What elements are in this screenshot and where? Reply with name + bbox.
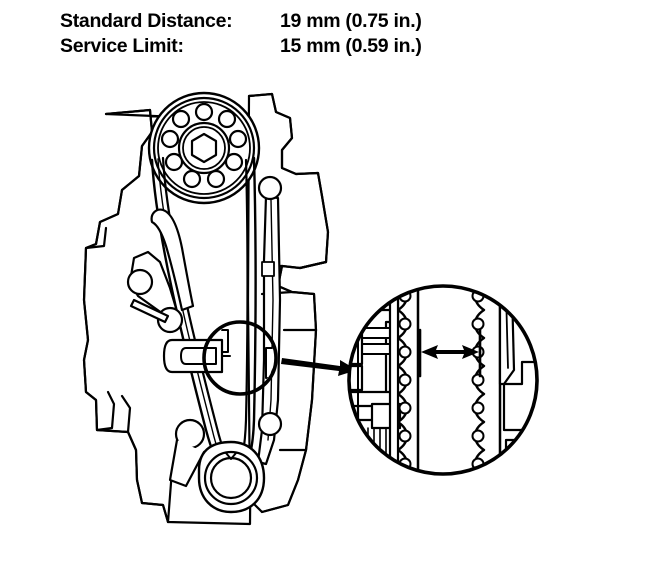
- tensioner-pivot-boss-upper: [126, 268, 154, 296]
- spec-row-standard-distance: Standard Distance: 19 mm (0.75 in.): [60, 10, 520, 35]
- sprocket-center-hex-bolt: [190, 132, 218, 164]
- guide-pivot-boss-bottom: [257, 411, 283, 437]
- specification-table: Standard Distance: 19 mm (0.75 in.) Serv…: [60, 10, 520, 60]
- spec-row-service-limit: Service Limit: 15 mm (0.59 in.): [60, 35, 520, 60]
- spec-label-standard-distance: Standard Distance:: [60, 10, 233, 32]
- distance-dimension-arrow: [421, 345, 479, 359]
- detail-highlight-circle: [202, 320, 278, 396]
- tensioner-link-rod: [129, 298, 170, 324]
- block-rib-7: [298, 260, 328, 270]
- detail-tensioner-slot-2: [359, 343, 393, 355]
- block-rib-1: [84, 226, 108, 250]
- tensioner-arm-left: [150, 208, 195, 312]
- detail-shoe-face-left: [388, 288, 400, 473]
- block-rib-2: [95, 390, 116, 432]
- guide-pivot-boss-top: [257, 175, 283, 201]
- magnified-detail-circle-border: [347, 284, 539, 476]
- block-boss-skirt: [168, 438, 206, 488]
- camshaft-sprocket: [147, 91, 261, 205]
- crankshaft-pulley: [197, 440, 266, 514]
- tensioner-slipper-inner: [180, 347, 217, 365]
- pulley-key-notch: [225, 452, 237, 460]
- magnified-detail-contents: [350, 287, 536, 473]
- callout-leader-arrow: [281, 358, 357, 376]
- hl-chain-detail-1: [221, 329, 229, 353]
- spec-value-service-limit: 15 mm (0.59 in.): [280, 35, 422, 57]
- block-rib-3: [120, 394, 132, 434]
- chain-guide-mid-clip: [261, 261, 275, 277]
- block-edge-left: [82, 108, 170, 524]
- spec-label-service-limit: Service Limit:: [60, 35, 184, 57]
- spec-value-standard-distance: 19 mm (0.75 in.): [280, 10, 422, 32]
